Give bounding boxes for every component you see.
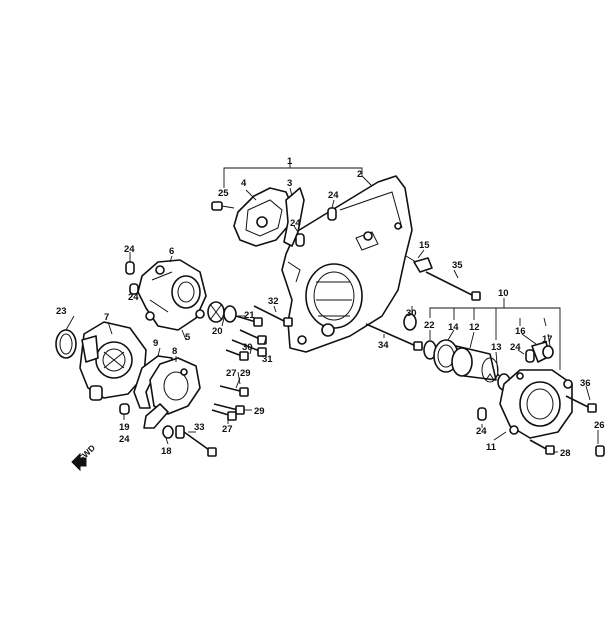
bolt-27-b [211, 409, 237, 421]
bearing-20 [207, 301, 237, 323]
callout-31: 31 [262, 354, 273, 365]
callout-4: 4 [241, 178, 247, 189]
cover-plate [233, 187, 305, 247]
pump-body [143, 357, 201, 429]
dowel-24-left-a [125, 261, 135, 275]
callout-18: 18 [161, 446, 172, 457]
sleeve-12 [451, 345, 499, 383]
callout-1: 1 [287, 156, 293, 167]
joint-housing [499, 369, 573, 439]
callout-34: 34 [378, 340, 389, 351]
callout-29-a: 29 [240, 368, 251, 379]
engine-side-cover [281, 175, 413, 353]
water-pump-cover [55, 321, 147, 401]
callout-27-b: 27 [222, 424, 233, 435]
bolt-33 [175, 425, 217, 457]
callout-30-b: 30 [406, 308, 417, 319]
callout-24-right-a: 24 [510, 342, 521, 353]
leader-lines [65, 164, 599, 453]
callout-22: 22 [424, 320, 435, 331]
callout-24-left-b: 24 [128, 292, 139, 303]
callout-7: 7 [104, 312, 109, 323]
callout-26: 26 [594, 420, 605, 431]
callout-33: 33 [194, 422, 205, 433]
callout-12: 12 [469, 322, 480, 333]
callout-2: 2 [357, 169, 362, 180]
callout-24-top: 24 [328, 190, 339, 201]
callout-15: 15 [419, 240, 430, 251]
water-pump-housing [137, 259, 207, 331]
callout-5: 5 [185, 332, 191, 343]
callout-27-a: 27 [226, 368, 237, 379]
bolt-31 [231, 339, 267, 357]
dowel-24-right-a [525, 349, 535, 363]
callout-28: 28 [560, 448, 571, 459]
callout-17: 17 [542, 334, 553, 345]
callout-6: 6 [169, 246, 174, 257]
callout-24-plate: 24 [290, 218, 301, 229]
bolt-30-b [225, 349, 249, 361]
fwd-label: FWD [76, 443, 97, 464]
bolt-27-a [219, 385, 249, 397]
callout-25: 25 [218, 188, 229, 199]
callout-19: 19 [119, 422, 130, 433]
dowel-24-left-b [129, 283, 139, 295]
washer-18 [162, 425, 174, 439]
dowel-24-plate [295, 233, 305, 247]
callout-36: 36 [580, 378, 591, 389]
callout-20: 20 [212, 326, 223, 337]
bolt-26 [595, 445, 605, 457]
bolt-28 [529, 439, 555, 455]
callout-29-b: 29 [254, 406, 265, 417]
callout-labels: 1 2 3 4 5 6 7 8 9 10 11 12 13 14 15 16 1… [56, 156, 605, 459]
callout-13: 13 [491, 342, 502, 353]
callout-24-bottom: 24 [119, 434, 130, 445]
callout-32: 32 [268, 296, 279, 307]
fitting-16 [531, 341, 554, 363]
callout-23: 23 [56, 306, 67, 317]
bolt-30-a [239, 329, 267, 345]
washer-19 [119, 403, 130, 415]
bolt-34 [365, 323, 423, 351]
fwd-marker: FWD [71, 443, 97, 472]
callout-24-right-b: 24 [476, 426, 487, 437]
callout-8: 8 [172, 346, 177, 357]
callout-14: 14 [448, 322, 459, 333]
bolt-35 [425, 271, 481, 301]
callout-35: 35 [452, 260, 463, 271]
dowel-24-right-b [477, 407, 487, 421]
callout-10: 10 [498, 288, 509, 299]
clip-15 [405, 255, 433, 273]
bolt-21 [235, 315, 263, 327]
callout-30-a: 30 [242, 342, 253, 353]
bolt-25 [211, 201, 235, 211]
callout-11: 11 [486, 442, 497, 453]
dowel-24-top [327, 207, 337, 221]
callout-9: 9 [153, 338, 158, 349]
callout-24-left-a: 24 [124, 244, 135, 255]
callout-3: 3 [287, 178, 292, 189]
bolt-36 [565, 395, 597, 413]
callout-16: 16 [515, 326, 526, 337]
bolt-32 [253, 305, 293, 327]
seal-30 [403, 313, 417, 331]
callout-21: 21 [244, 310, 255, 321]
